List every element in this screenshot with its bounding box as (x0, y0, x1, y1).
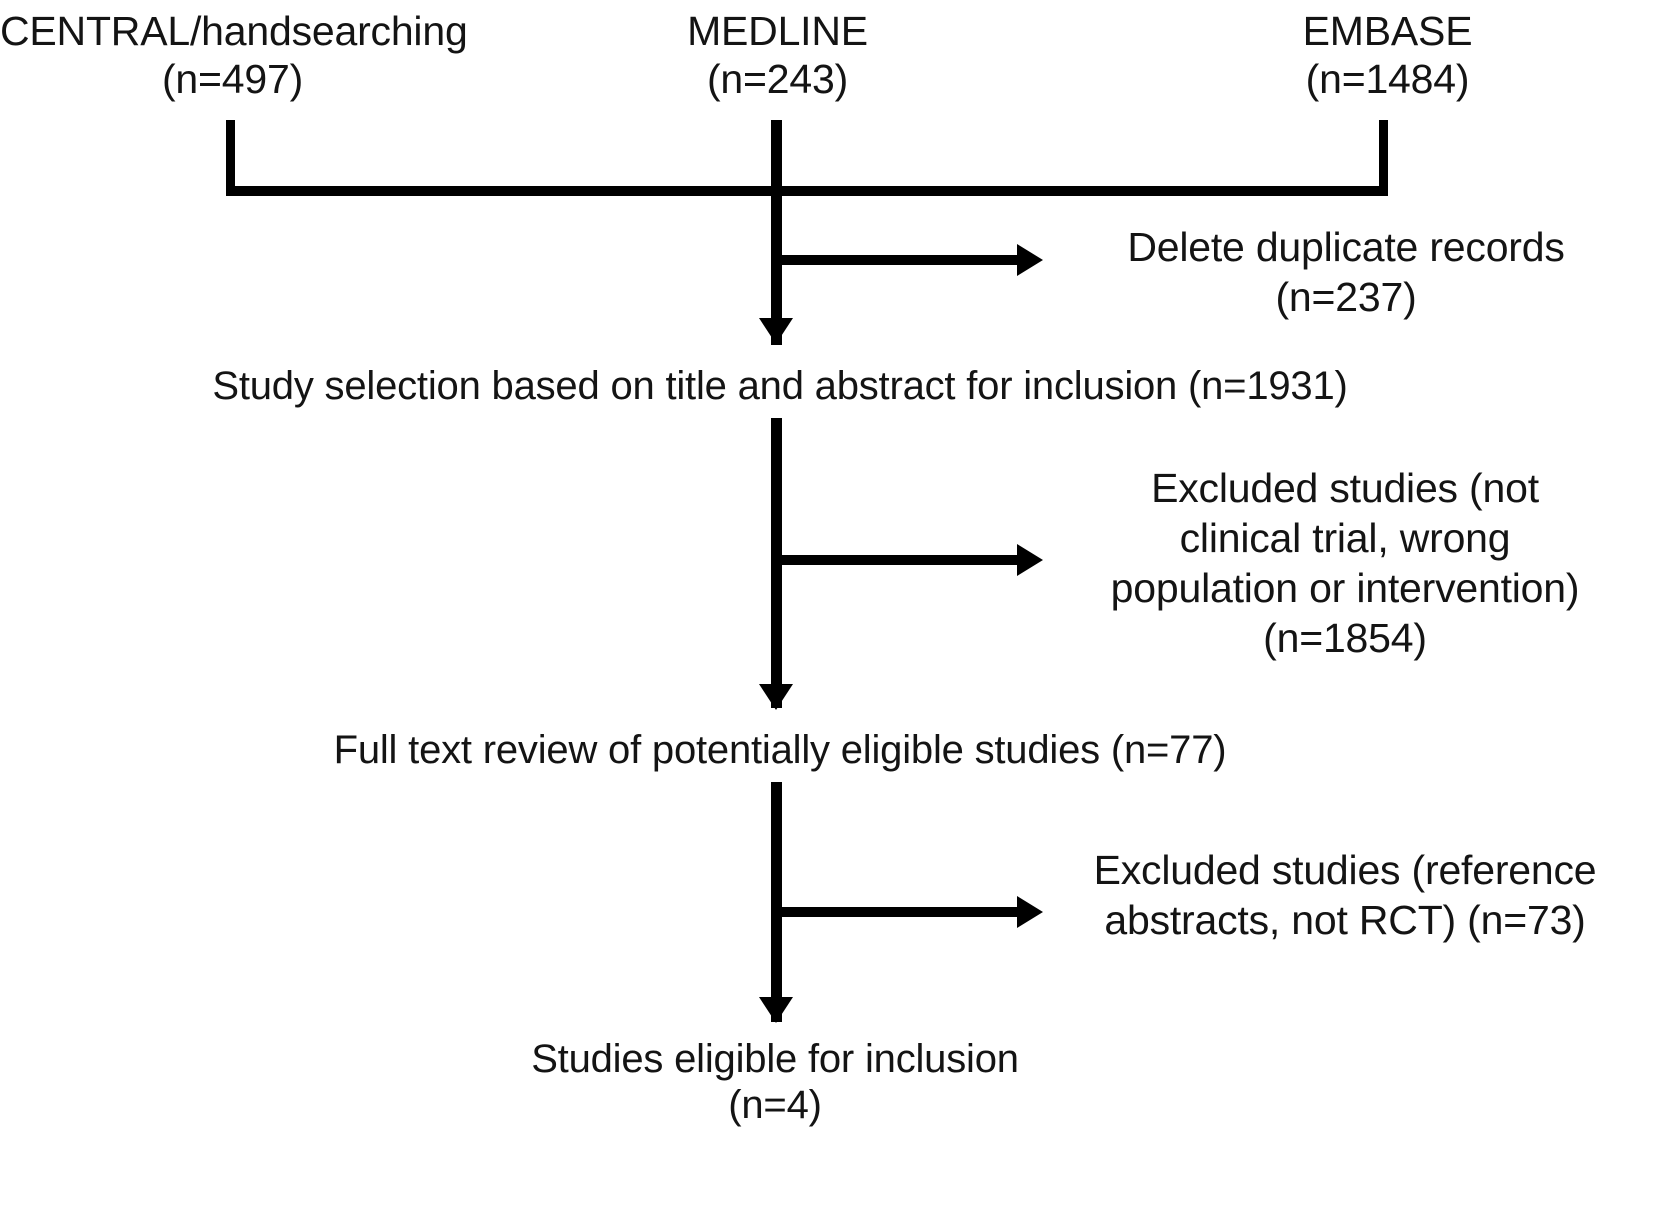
connector-excluded-screening-branch (775, 555, 1031, 565)
stage-node-studies-included: Studies eligible for inclusion (n=4) (531, 1037, 1019, 1127)
arrowhead-to-included (759, 997, 793, 1023)
arrowhead-to-fulltext (759, 684, 793, 710)
source-node-embase: EMBASE (n=1484) (1302, 8, 1473, 102)
exclusion-node-duplicates: Delete duplicate records (n=237) (1127, 224, 1565, 321)
stage-node-title-abstract-screening: Study selection based on title and abstr… (212, 364, 1348, 408)
stage-node-full-text-review: Full text review of potentially eligible… (333, 728, 1227, 772)
connector-central-drop (226, 120, 235, 195)
connector-duplicates-branch (775, 255, 1031, 265)
exclusion-node-excluded-after-full-text: Excluded studies (reference abstracts, n… (1093, 847, 1597, 944)
exclusion-node-excluded-after-screening: Excluded studies (not clinical trial, wr… (1110, 465, 1580, 662)
connector-medline-drop (771, 120, 782, 195)
arrowhead-duplicates (1017, 244, 1043, 276)
arrowhead-excluded-screening (1017, 544, 1043, 576)
connector-embase-drop (1379, 120, 1388, 195)
connector-excluded-fulltext-branch (775, 907, 1031, 917)
connector-merge-bar (226, 186, 1388, 196)
connector-merge-to-screening (771, 190, 782, 345)
arrowhead-excluded-fulltext (1017, 896, 1043, 928)
arrowhead-to-screening (759, 318, 793, 344)
source-node-central: CENTRAL/handsearching (n=497) (0, 8, 468, 102)
connector-fulltext-to-included (771, 782, 782, 1022)
source-node-medline: MEDLINE (n=243) (687, 8, 868, 102)
